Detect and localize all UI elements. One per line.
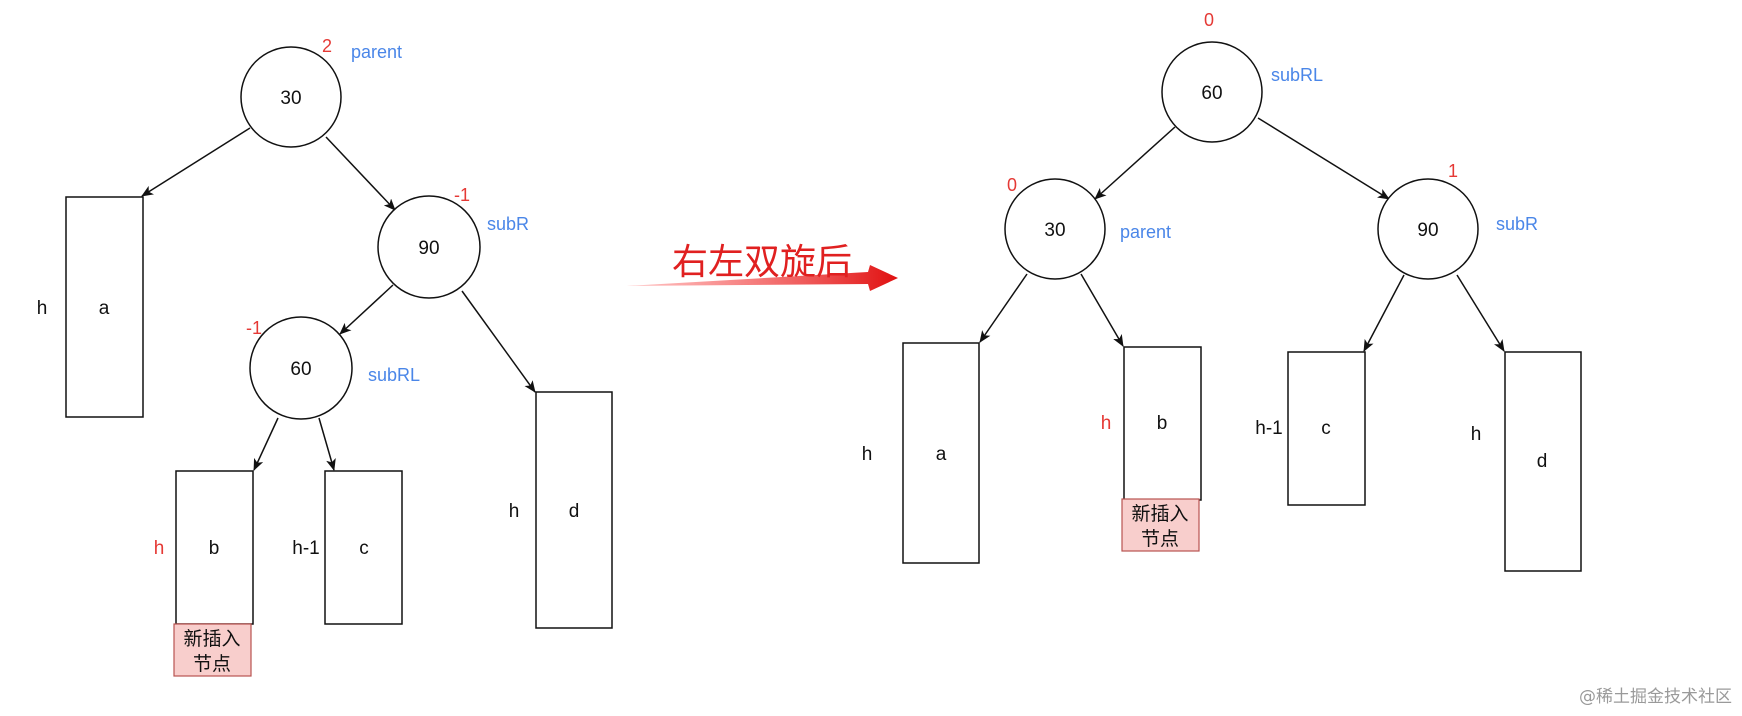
subtree-name: c xyxy=(1321,418,1331,439)
balance-factor: -1 xyxy=(246,318,262,338)
role-label: subRL xyxy=(1271,65,1323,85)
balance-factor: 0 xyxy=(1007,175,1017,195)
edge-30-to-a xyxy=(141,127,251,197)
balance-factor: -1 xyxy=(454,185,470,205)
node-value: 60 xyxy=(1201,83,1222,104)
subtree-height: h xyxy=(1101,413,1112,434)
subtree-name: b xyxy=(1157,413,1168,434)
subtree-height: h xyxy=(1471,424,1482,445)
subtree-name: d xyxy=(569,501,580,522)
after-subtree-d: d h xyxy=(1471,351,1582,572)
before-tree: 30 2 parent 90 -1 subR 60 -1 subRL a h b xyxy=(37,36,613,677)
new-node-line2: 节点 xyxy=(1141,528,1179,550)
after-node-90: 90 1 subR xyxy=(1377,161,1538,280)
subtree-name: a xyxy=(99,298,110,319)
new-node-line1: 新插入 xyxy=(1131,503,1188,525)
subtree-height: h xyxy=(509,501,520,522)
after-subtree-c: c h-1 xyxy=(1255,351,1366,506)
before-subtree-b: b h xyxy=(154,470,254,625)
subtree-height: h xyxy=(37,298,48,319)
node-value: 90 xyxy=(418,238,439,259)
edge-30-to-90 xyxy=(325,136,396,211)
node-value: 30 xyxy=(280,88,301,109)
before-subtree-a: a h xyxy=(37,196,144,418)
edge-60-to-90 xyxy=(1257,117,1390,200)
watermark: @稀土掘金技术社区 xyxy=(1579,687,1732,707)
node-value: 30 xyxy=(1044,220,1065,241)
new-node-line1: 新插入 xyxy=(183,628,240,650)
before-node-90: 90 -1 subR xyxy=(377,185,529,299)
before-node-30: 30 2 parent xyxy=(240,36,402,148)
role-label: subRL xyxy=(368,365,420,385)
role-label: parent xyxy=(351,42,402,62)
before-new-node-box: 新插入 节点 xyxy=(173,623,252,677)
balance-factor: 1 xyxy=(1448,161,1458,181)
edge-60-to-c xyxy=(318,417,336,471)
subtree-name: a xyxy=(936,444,947,465)
after-subtree-b: b h xyxy=(1101,346,1202,501)
after-tree: 60 0 subRL 30 0 parent 90 1 subR a h b xyxy=(862,10,1582,572)
after-subtree-a: a h xyxy=(862,342,980,564)
after-new-node-box: 新插入 节点 xyxy=(1121,498,1200,552)
role-label: subR xyxy=(1496,214,1538,234)
subtree-height: h-1 xyxy=(292,538,319,559)
subtree-height: h-1 xyxy=(1255,418,1282,439)
edge-30-to-b xyxy=(1080,273,1124,347)
edge-90-to-c xyxy=(1363,274,1405,352)
transition-arrow: 右左双旋后 xyxy=(626,242,898,291)
transition-caption: 右左双旋后 xyxy=(672,242,852,283)
balance-factor: 0 xyxy=(1204,10,1214,30)
subtree-name: d xyxy=(1537,451,1548,472)
node-value: 90 xyxy=(1417,220,1438,241)
subtree-name: b xyxy=(209,538,220,559)
before-subtree-d: d h xyxy=(509,391,613,629)
edge-60-to-30 xyxy=(1094,126,1176,200)
edge-90-to-d xyxy=(461,290,536,393)
edge-90-to-60 xyxy=(339,284,394,335)
before-subtree-c: c h-1 xyxy=(292,470,403,625)
balance-factor: 2 xyxy=(322,36,332,56)
subtree-name: c xyxy=(359,538,369,559)
edge-90-to-d xyxy=(1456,274,1505,352)
after-node-60: 60 0 subRL xyxy=(1161,10,1323,143)
role-label: parent xyxy=(1120,222,1171,242)
subtree-height: h xyxy=(862,444,873,465)
subtree-height: h xyxy=(154,538,165,559)
node-value: 60 xyxy=(290,359,311,380)
role-label: subR xyxy=(487,214,529,234)
before-node-60: 60 -1 subRL xyxy=(246,316,420,420)
after-node-30: 30 0 parent xyxy=(1004,175,1171,280)
edge-30-to-a xyxy=(979,273,1028,343)
edge-60-to-b xyxy=(253,417,279,471)
new-node-line2: 节点 xyxy=(193,653,231,675)
